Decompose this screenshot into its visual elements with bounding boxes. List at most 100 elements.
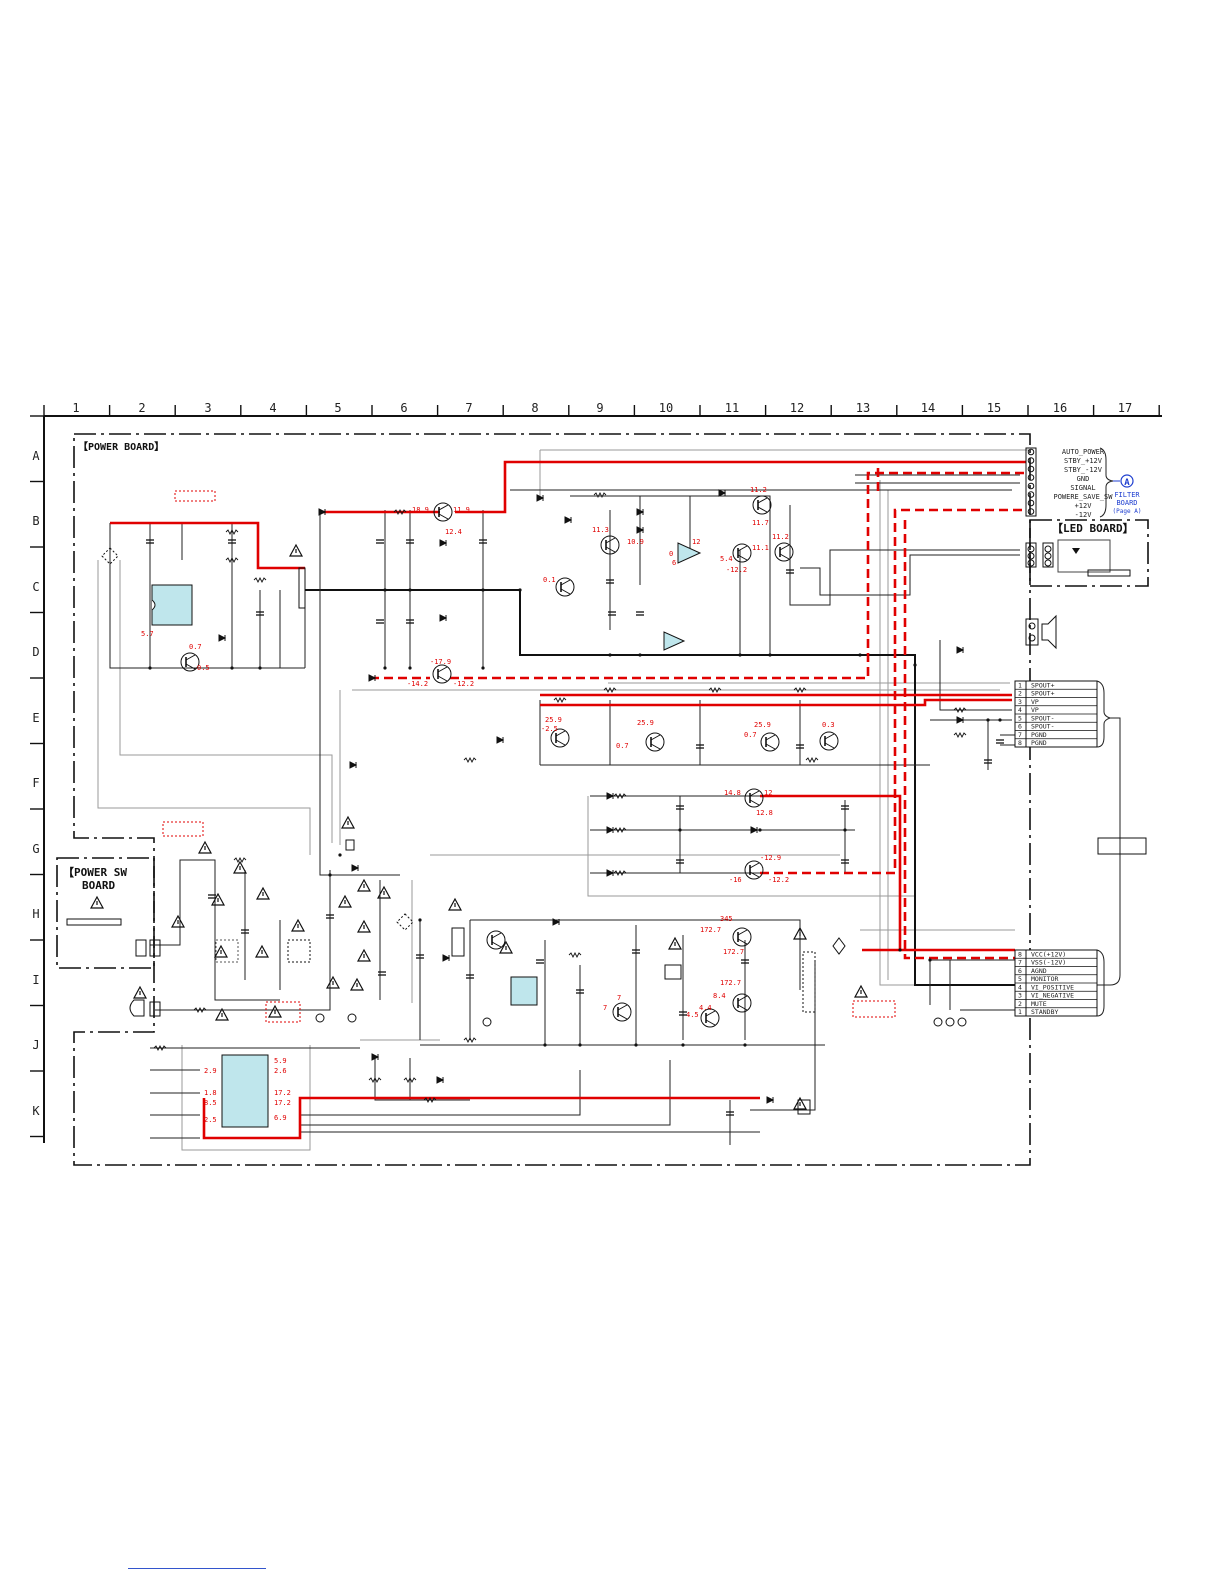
diode-icon [956, 716, 965, 724]
resistor-icon [423, 1096, 437, 1104]
warning-icon [376, 885, 392, 899]
voltage-value: 11.2 [772, 533, 789, 541]
warning-icon [667, 936, 683, 950]
connector-pin-number: 5 [1018, 975, 1022, 983]
connector-pin-name: VI_POSITIVE [1031, 983, 1074, 991]
diode-icon [442, 954, 451, 962]
note-box [265, 1001, 301, 1023]
connector-pin-number: 6 [1018, 967, 1022, 975]
black-wiring [109, 474, 1020, 1145]
filter-board-link[interactable]: (Page A) [1113, 508, 1142, 515]
resistor-icon [225, 528, 239, 536]
warning-icon [214, 1007, 230, 1021]
junction-dot [913, 663, 917, 667]
warning-icon [853, 984, 869, 998]
power-sw-board-outline [56, 857, 155, 969]
col-label: 11 [725, 401, 739, 415]
diode-icon [766, 1096, 775, 1104]
transistor-icon [433, 502, 453, 522]
voltage-value: 25.9 [754, 721, 771, 729]
resistor-icon [193, 1006, 207, 1014]
diode-icon [318, 508, 327, 516]
col-label: 1 [72, 401, 79, 415]
junction-dot [383, 588, 387, 592]
junction-dot [998, 718, 1002, 722]
voltage-value: 11.7 [752, 519, 769, 527]
resistor-icon [953, 731, 967, 739]
column-labels: 1 2 3 4 5 6 7 8 9 10 11 12 13 14 15 16 1… [72, 401, 1132, 415]
voltage-value: 11.2 [750, 486, 767, 494]
diode-icon [606, 792, 615, 800]
transistor-icon [555, 577, 575, 597]
connector-pin-number: 4 [1018, 706, 1022, 714]
power-sw-title: 【POWER SW [63, 866, 127, 879]
diode-icon [439, 614, 448, 622]
voltage-value: 6 [672, 559, 676, 567]
col-label: 7 [465, 401, 472, 415]
footer-link-underline[interactable] [128, 1568, 266, 1569]
ac-inlet-icon [66, 918, 161, 1017]
col-label: 6 [400, 401, 407, 415]
col-label: 9 [596, 401, 603, 415]
col-label: 3 [204, 401, 211, 415]
resistor-icon [553, 696, 567, 704]
connector-pin-number: 7 [1018, 731, 1022, 739]
diode-icon [439, 539, 448, 547]
resistor-icon [403, 1076, 417, 1084]
voltage-value: -17.9 [430, 658, 451, 666]
filter-board-link[interactable]: FILTER [1114, 491, 1140, 499]
diode-icon [351, 864, 360, 872]
filter-pin-label: SIGNAL [1070, 484, 1095, 492]
resistor-icon [463, 1036, 477, 1044]
resistor-icon [225, 556, 239, 564]
row-label: I [32, 973, 39, 987]
transistor-icon [732, 993, 752, 1013]
filter-board-link[interactable]: BOARD [1116, 499, 1137, 507]
resistor-icon [953, 706, 967, 714]
junction-dot [148, 666, 152, 670]
transistor-icon [180, 652, 200, 672]
voltage-value: 11.3 [592, 526, 609, 534]
resistor-icon [233, 856, 247, 864]
diode-icon [606, 869, 615, 877]
transistor-icon [774, 542, 794, 562]
col-label: 5 [334, 401, 341, 415]
junction-dot [758, 828, 762, 832]
row-label: D [32, 645, 39, 659]
voltage-value: 0.7 [616, 742, 629, 750]
connector-pin-name: VCC(+12V) [1031, 950, 1066, 958]
diode-icon [371, 1053, 380, 1061]
connector-pin-name: SPOUT+ [1031, 681, 1055, 689]
voltage-value: 4.4 [699, 1004, 712, 1012]
voltage-value: 5.4 [720, 555, 733, 563]
warning-icon [290, 918, 306, 932]
row-label: J [32, 1038, 39, 1052]
voltage-value: 11.9 [453, 506, 470, 514]
junction-dot [634, 1043, 638, 1047]
diode-icon [636, 508, 645, 516]
voltage-value: 4.5 [686, 1011, 699, 1019]
filter-pin-label: AUTO_POWER [1062, 448, 1105, 456]
note-box [162, 821, 204, 837]
row-label: A [32, 449, 40, 463]
ic-bridge-controller [151, 584, 193, 626]
bridge-rectifier-icon [101, 547, 846, 955]
filter-pin-label: STBY_+12V [1064, 457, 1103, 465]
junction-dot [608, 653, 612, 657]
transistor-icon [486, 930, 506, 950]
voltage-value: 10.9 [627, 538, 644, 546]
row-label: H [32, 907, 39, 921]
transistor-icon [550, 728, 570, 748]
resistor-icon [613, 869, 627, 877]
connector-pin-number: 5 [1018, 714, 1022, 722]
warning-icon [337, 894, 353, 908]
junction-dot [418, 918, 422, 922]
off-page-connector-icon[interactable] [1120, 474, 1134, 488]
note-box [852, 1000, 896, 1018]
junction-dot [678, 828, 682, 832]
power-board-title: 【POWER BOARD】 [78, 440, 164, 453]
resistor-icon [603, 686, 617, 694]
row-label: E [32, 711, 39, 725]
transistor-icon [760, 732, 780, 752]
